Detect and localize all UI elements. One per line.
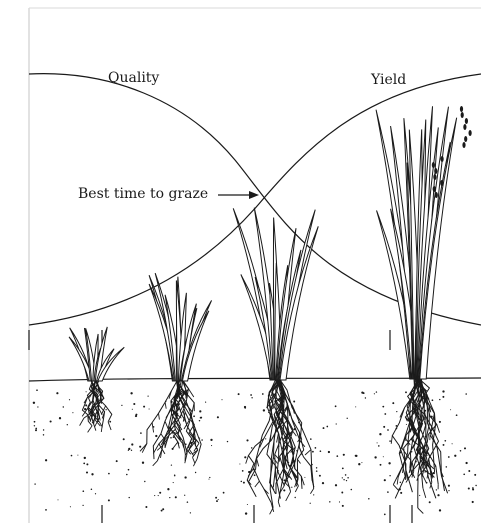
- plant-stage-2: [140, 273, 212, 466]
- best-time-arrow: [218, 191, 259, 199]
- quality-label: Quality: [108, 70, 159, 86]
- yield-label: Yield: [371, 72, 406, 88]
- best-time-to-graze-label: Best time to graze: [78, 186, 208, 202]
- grass-plants: [69, 106, 472, 514]
- plant-stage-4: [376, 106, 472, 514]
- axis-ticks: [29, 330, 412, 523]
- plant-stage-3: [233, 208, 318, 515]
